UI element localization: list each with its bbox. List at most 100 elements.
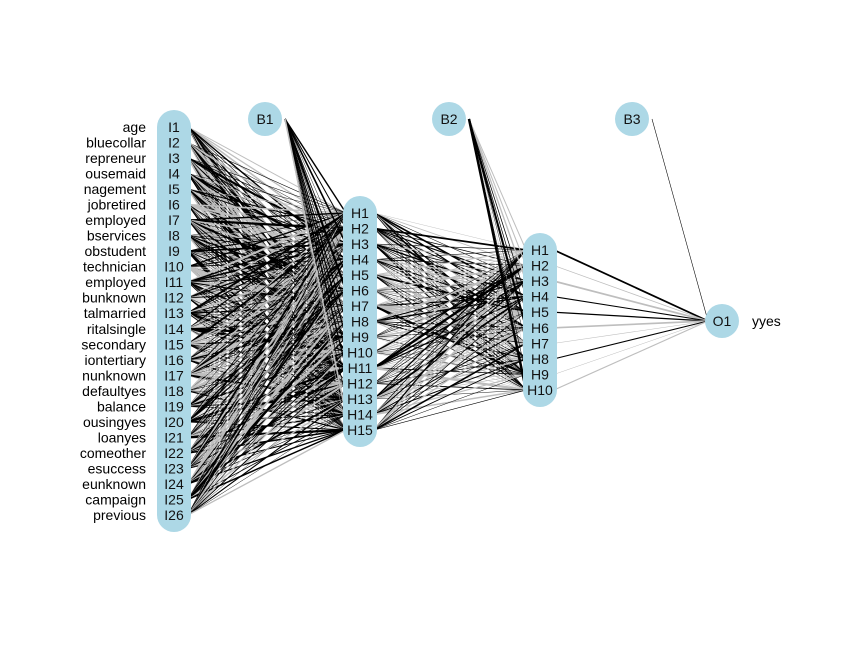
weight-edge xyxy=(373,374,527,431)
weight-edge xyxy=(373,280,527,431)
input-node-label: I9 xyxy=(168,243,180,259)
weight-edge xyxy=(553,249,709,322)
hidden2-node-label: H9 xyxy=(531,366,549,382)
label-clip-mask xyxy=(0,0,76,660)
input-variable-label: obstudent xyxy=(85,243,147,259)
input-node-label: I7 xyxy=(168,212,180,228)
input-variable-label: bunknown xyxy=(82,290,146,306)
weight-edge xyxy=(187,212,347,315)
hidden1-node-label: H5 xyxy=(351,267,369,283)
weight-edge xyxy=(187,259,347,516)
hidden2-node-label: H10 xyxy=(527,382,553,398)
input-node-label: I22 xyxy=(164,445,184,461)
weight-edge xyxy=(284,118,347,291)
hidden2-node-label: H6 xyxy=(531,320,549,336)
input-node-label: I3 xyxy=(168,150,180,166)
hidden1-node-label: H12 xyxy=(347,376,373,392)
input-node-label: I19 xyxy=(164,398,184,414)
bias-node xyxy=(615,102,649,136)
weight-edge xyxy=(284,118,347,338)
input-variable-label: nunknown xyxy=(82,367,146,383)
weight-edge xyxy=(373,227,527,251)
weight-edge xyxy=(553,320,709,344)
hidden1-layer xyxy=(343,196,377,447)
weight-edge xyxy=(373,249,527,307)
weight-edge xyxy=(284,118,347,307)
hidden2-node-label: H5 xyxy=(531,304,549,320)
input-variable-label: employed xyxy=(85,212,146,228)
input-variable-label: ousingyes xyxy=(83,414,146,430)
input-node-label: I18 xyxy=(164,383,184,399)
weight-edge xyxy=(187,212,347,423)
hidden1-node-label: H9 xyxy=(351,329,369,345)
hidden1-node-label: H14 xyxy=(347,407,373,423)
input-layer xyxy=(157,110,191,532)
output-variable-label: yyes xyxy=(752,313,781,329)
weight-edge xyxy=(553,311,709,322)
weight-edge xyxy=(467,118,528,391)
input-node-label: I23 xyxy=(164,460,184,476)
weight-edge xyxy=(187,203,347,214)
weight-edge xyxy=(187,212,347,268)
weight-edge xyxy=(553,320,709,375)
weight-edge xyxy=(187,352,347,516)
weight-edge xyxy=(187,305,347,516)
input-variable-label: defaultyes xyxy=(82,383,146,399)
weight-edge xyxy=(373,243,527,251)
input-variable-label: eunknown xyxy=(82,476,146,492)
weight-edge xyxy=(187,173,347,214)
weight-edge xyxy=(187,142,347,214)
weight-edge xyxy=(284,118,347,369)
input-node-label: I13 xyxy=(164,305,184,321)
input-variable-label: loanyes xyxy=(98,429,146,445)
input-variable-label: employed xyxy=(85,274,146,290)
input-variable-label: age xyxy=(123,119,147,135)
input-node-label: I26 xyxy=(164,507,184,523)
weight-edge xyxy=(373,296,527,431)
input-node-label: I1 xyxy=(168,119,180,135)
weight-edge xyxy=(187,321,347,516)
input-variable-label: comeother xyxy=(80,445,146,461)
weight-edge xyxy=(373,342,527,431)
weight-edge xyxy=(553,320,709,360)
input-node-label: I11 xyxy=(165,274,184,290)
hidden1-node-label: H2 xyxy=(351,221,369,237)
weight-edge xyxy=(553,265,709,322)
weight-edge xyxy=(284,118,347,214)
hidden1-node-label: H15 xyxy=(347,422,373,438)
bias-node-label: B2 xyxy=(440,111,457,127)
weight-edge xyxy=(468,118,527,344)
labels: agebluecollarrepreneurousemaidnagementjo… xyxy=(0,0,781,660)
weight-edge xyxy=(187,367,347,516)
input-variable-label: iontertiary xyxy=(85,352,146,368)
input-node-label: I14 xyxy=(164,321,184,337)
hidden2-node-label: H4 xyxy=(531,289,549,305)
weight-edge xyxy=(187,228,347,516)
hidden2-layer xyxy=(523,233,557,407)
weight-edge xyxy=(187,414,347,516)
weight-edge xyxy=(187,212,347,361)
input-node-label: I4 xyxy=(168,166,180,182)
weight-edge xyxy=(187,212,347,376)
weight-edge xyxy=(187,212,347,407)
nodes: I1I2I3I4I5I6I7I8I9I10I11I12I13I14I15I16I… xyxy=(157,102,739,532)
weight-edge xyxy=(373,389,527,431)
input-variable-label: campaign xyxy=(85,491,146,507)
weight-edge xyxy=(651,118,709,322)
input-node-label: I12 xyxy=(164,290,184,306)
hidden1-node-label: H13 xyxy=(347,391,373,407)
hidden2-node-label: H3 xyxy=(531,273,549,289)
weight-edge xyxy=(284,118,347,415)
weight-edge xyxy=(187,383,347,516)
weight-edge xyxy=(284,118,347,229)
input-node-label: I15 xyxy=(164,336,184,352)
hidden1-node-label: H4 xyxy=(351,252,369,268)
weight-edge xyxy=(187,290,347,516)
hidden1-node-label: H8 xyxy=(351,314,369,330)
hidden1-node-label: H3 xyxy=(351,236,369,252)
input-variable-label: bluecollar xyxy=(86,135,146,151)
weight-edge xyxy=(373,265,527,431)
input-variable-label: esuccess xyxy=(88,460,146,476)
